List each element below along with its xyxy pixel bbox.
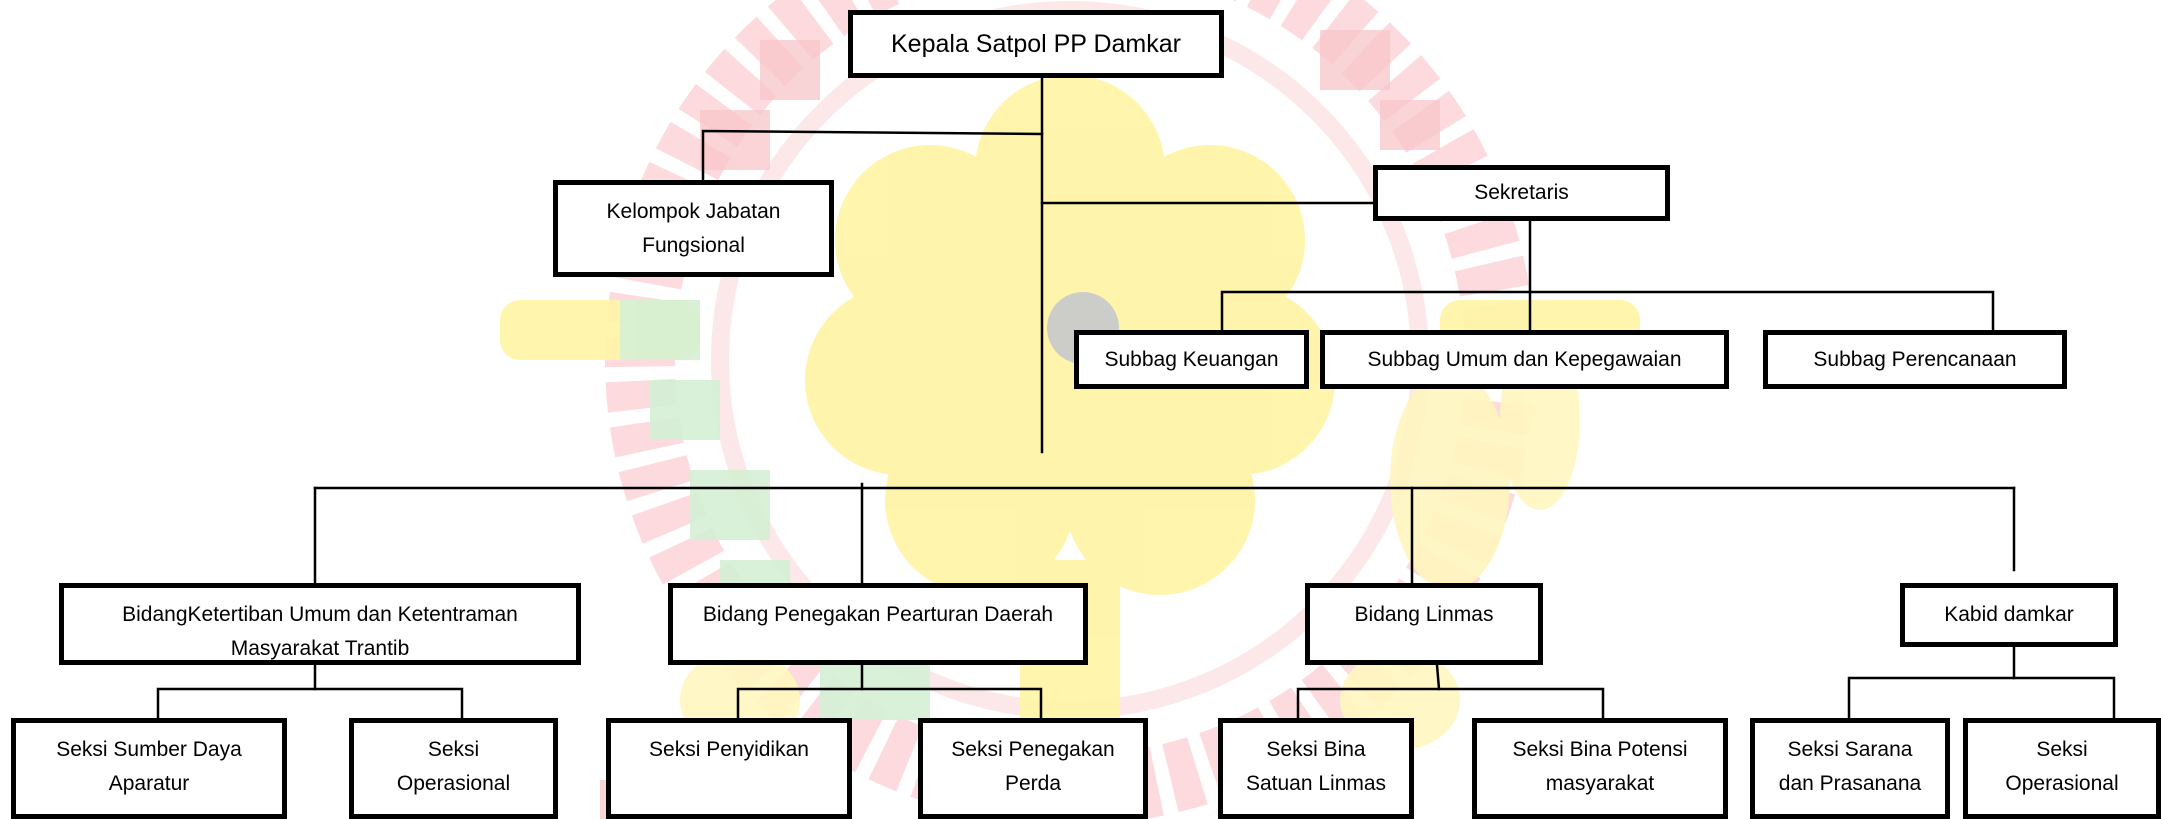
connector-seksi-perda-b bbox=[860, 687, 1043, 720]
node-subbag-perencanaan: Subbag Perencanaan bbox=[1763, 330, 2067, 389]
node-seksi-ops1-line-2: Operasional bbox=[396, 772, 511, 795]
node-kabid-damkar: Kabid damkar bbox=[1900, 583, 2118, 647]
node-seksi-binapotensi-line-2: masyarakat bbox=[1545, 772, 1655, 795]
node-seksi-penegakan-line-2: Perda bbox=[1004, 772, 1062, 795]
node-seksi-sarana-prasarana: Seksi Sarana dan Prasanana bbox=[1750, 718, 1950, 819]
node-kelompok-jabatan-fungsional: Kelompok Jabatan Fungsional bbox=[553, 180, 834, 277]
node-subbag-umum-label: Subbag Umum dan Kepegawaian bbox=[1367, 347, 1682, 371]
node-seksi-bina-satuan-linmas: Seksi Bina Satuan Linmas bbox=[1218, 718, 1414, 819]
connector-seksi-damkar-b bbox=[2012, 676, 2116, 720]
node-kjf-line-1: Kelompok Jabatan bbox=[606, 199, 781, 223]
connector-seksi-perda bbox=[736, 663, 864, 720]
node-kabid-damkar-label: Kabid damkar bbox=[1944, 603, 2074, 626]
connector-seksi-linmas bbox=[1296, 663, 1441, 720]
node-kepala: Kepala Satpol PP Damkar bbox=[848, 10, 1224, 78]
connector-seksi-trantib bbox=[156, 663, 317, 720]
node-seksi-sarana-line-2: dan Prasanana bbox=[1778, 772, 1922, 795]
node-sekretaris-label: Sekretaris bbox=[1474, 181, 1569, 204]
node-seksi-ops1-line-1: Seksi bbox=[427, 738, 480, 761]
node-seksi-binapotensi-line-1: Seksi Bina Potensi bbox=[1512, 738, 1688, 761]
connector-kjf bbox=[701, 129, 1044, 182]
node-seksi-sarana-line-1: Seksi Sarana bbox=[1787, 738, 1913, 761]
node-seksi-penyidikan: Seksi Penyidikan bbox=[606, 718, 852, 819]
node-bidang-trantib-line-2: Masyarakat Trantib bbox=[230, 637, 410, 660]
node-seksi-operasional-trantib: Seksi Operasional bbox=[349, 718, 558, 819]
node-subbag-keuangan: Subbag Keuangan bbox=[1074, 330, 1309, 389]
node-seksi-sda-line-2: Aparatur bbox=[108, 772, 190, 795]
node-subbag-keuangan-label: Subbag Keuangan bbox=[1104, 347, 1279, 371]
node-kepala-label: Kepala Satpol PP Damkar bbox=[891, 30, 1181, 58]
node-seksi-penegakan-perda: Seksi Penegakan Perda bbox=[918, 718, 1148, 819]
node-bidang-trantib: BidangKetertiban Umum dan Ketentraman Ma… bbox=[59, 583, 581, 665]
node-kjf-line-2: Fungsional bbox=[642, 233, 745, 257]
node-seksi-bina-potensi-masyarakat: Seksi Bina Potensi masyarakat bbox=[1472, 718, 1728, 819]
node-seksi-ops2-line-2: Operasional bbox=[2005, 772, 2119, 795]
node-bidang-trantib-line-1: BidangKetertiban Umum dan Ketentraman bbox=[122, 603, 518, 626]
node-seksi-binasatuan-line-1: Seksi Bina bbox=[1266, 738, 1366, 761]
node-seksi-ops2-line-1: Seksi bbox=[2036, 738, 2088, 761]
node-seksi-penyidikan-label: Seksi Penyidikan bbox=[649, 738, 809, 761]
node-subbag-perencanaan-label: Subbag Perencanaan bbox=[1813, 347, 2017, 371]
node-seksi-binasatuan-line-2: Satuan Linmas bbox=[1245, 772, 1387, 795]
node-bidang-linmas: Bidang Linmas bbox=[1305, 583, 1543, 665]
node-seksi-sumber-daya-aparatur: Seksi Sumber Daya Aparatur bbox=[11, 718, 287, 819]
node-subbag-umum: Subbag Umum dan Kepegawaian bbox=[1320, 330, 1729, 389]
connector-seksi-linmas-b bbox=[1437, 687, 1605, 720]
node-seksi-sda-line-1: Seksi Sumber Daya bbox=[56, 738, 242, 761]
node-seksi-penegakan-line-1: Seksi Penegakan bbox=[951, 738, 1115, 761]
node-seksi-operasional-damkar: Seksi Operasional bbox=[1963, 718, 2161, 819]
node-sekretaris: Sekretaris bbox=[1373, 165, 1670, 221]
node-bidang-perda: Bidang Penegakan Pearturan Daerah bbox=[668, 583, 1088, 665]
connector-seksi-damkar bbox=[1847, 645, 2016, 720]
connector-subbag-bar bbox=[1220, 290, 1995, 332]
node-bidang-linmas-label: Bidang Linmas bbox=[1354, 603, 1494, 626]
node-bidang-perda-label: Bidang Penegakan Pearturan Daerah bbox=[702, 603, 1054, 626]
connector-seksi-trantib-b bbox=[313, 687, 464, 720]
